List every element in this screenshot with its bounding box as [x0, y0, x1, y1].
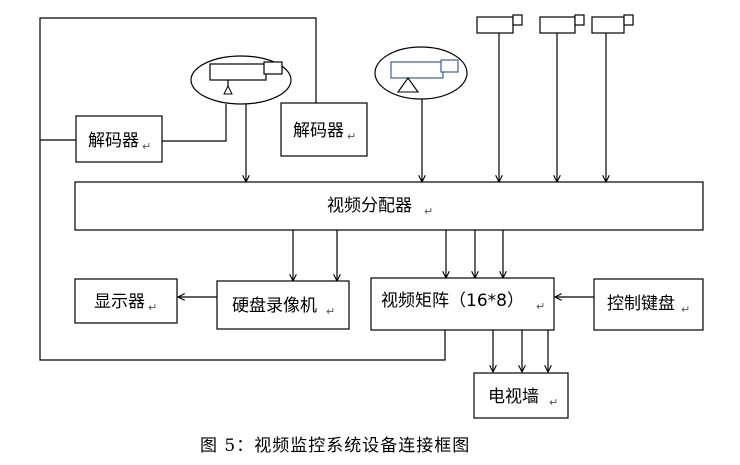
dome-camera-right [374, 46, 468, 100]
decoder-right-box: 解码器 ↵ [280, 102, 368, 157]
svg-text:↵: ↵ [681, 303, 690, 316]
svg-text:解码器: 解码器 [293, 121, 344, 141]
svg-text:视频分配器: 视频分配器 [327, 196, 412, 216]
box-camera-1 [476, 14, 523, 34]
figure-caption: 图 5：视频监控系统设备连接框图 [200, 436, 470, 456]
dome-left-to-decoder-line [162, 104, 227, 142]
box-camera-2 [539, 14, 585, 34]
svg-text:↵: ↵ [549, 396, 558, 409]
outer-loop-line [39, 17, 446, 361]
tv-wall-box: 电视墙 ↵ [473, 372, 569, 419]
svg-text:↵: ↵ [142, 140, 151, 153]
video-distributor-box: 视频分配器 ↵ [74, 181, 704, 231]
svg-text:视频矩阵（16*8）: 视频矩阵（16*8） [381, 291, 524, 311]
svg-text:硬盘录像机: 硬盘录像机 [232, 296, 317, 316]
svg-text:控制键盘: 控制键盘 [607, 294, 675, 314]
svg-text:↵: ↵ [326, 305, 335, 318]
video-matrix-box: 视频矩阵（16*8） ↵ [370, 277, 555, 331]
svg-text:↵: ↵ [347, 130, 356, 143]
control-keyboard-box: 控制键盘 ↵ [593, 278, 704, 331]
hdd-recorder-box: 硬盘录像机 ↵ [216, 280, 350, 330]
svg-text:↵: ↵ [148, 301, 157, 314]
svg-text:解码器: 解码器 [88, 131, 139, 151]
svg-text:电视墙: 电视墙 [488, 387, 539, 407]
dome-camera-left [190, 55, 292, 105]
box-camera-3 [591, 14, 634, 34]
svg-text:↵: ↵ [536, 300, 545, 313]
svg-text:↵: ↵ [424, 205, 433, 218]
svg-text:显示器: 显示器 [94, 292, 145, 312]
display-box: 显示器 ↵ [74, 278, 178, 324]
decoder-left-box: 解码器 ↵ [75, 115, 163, 163]
